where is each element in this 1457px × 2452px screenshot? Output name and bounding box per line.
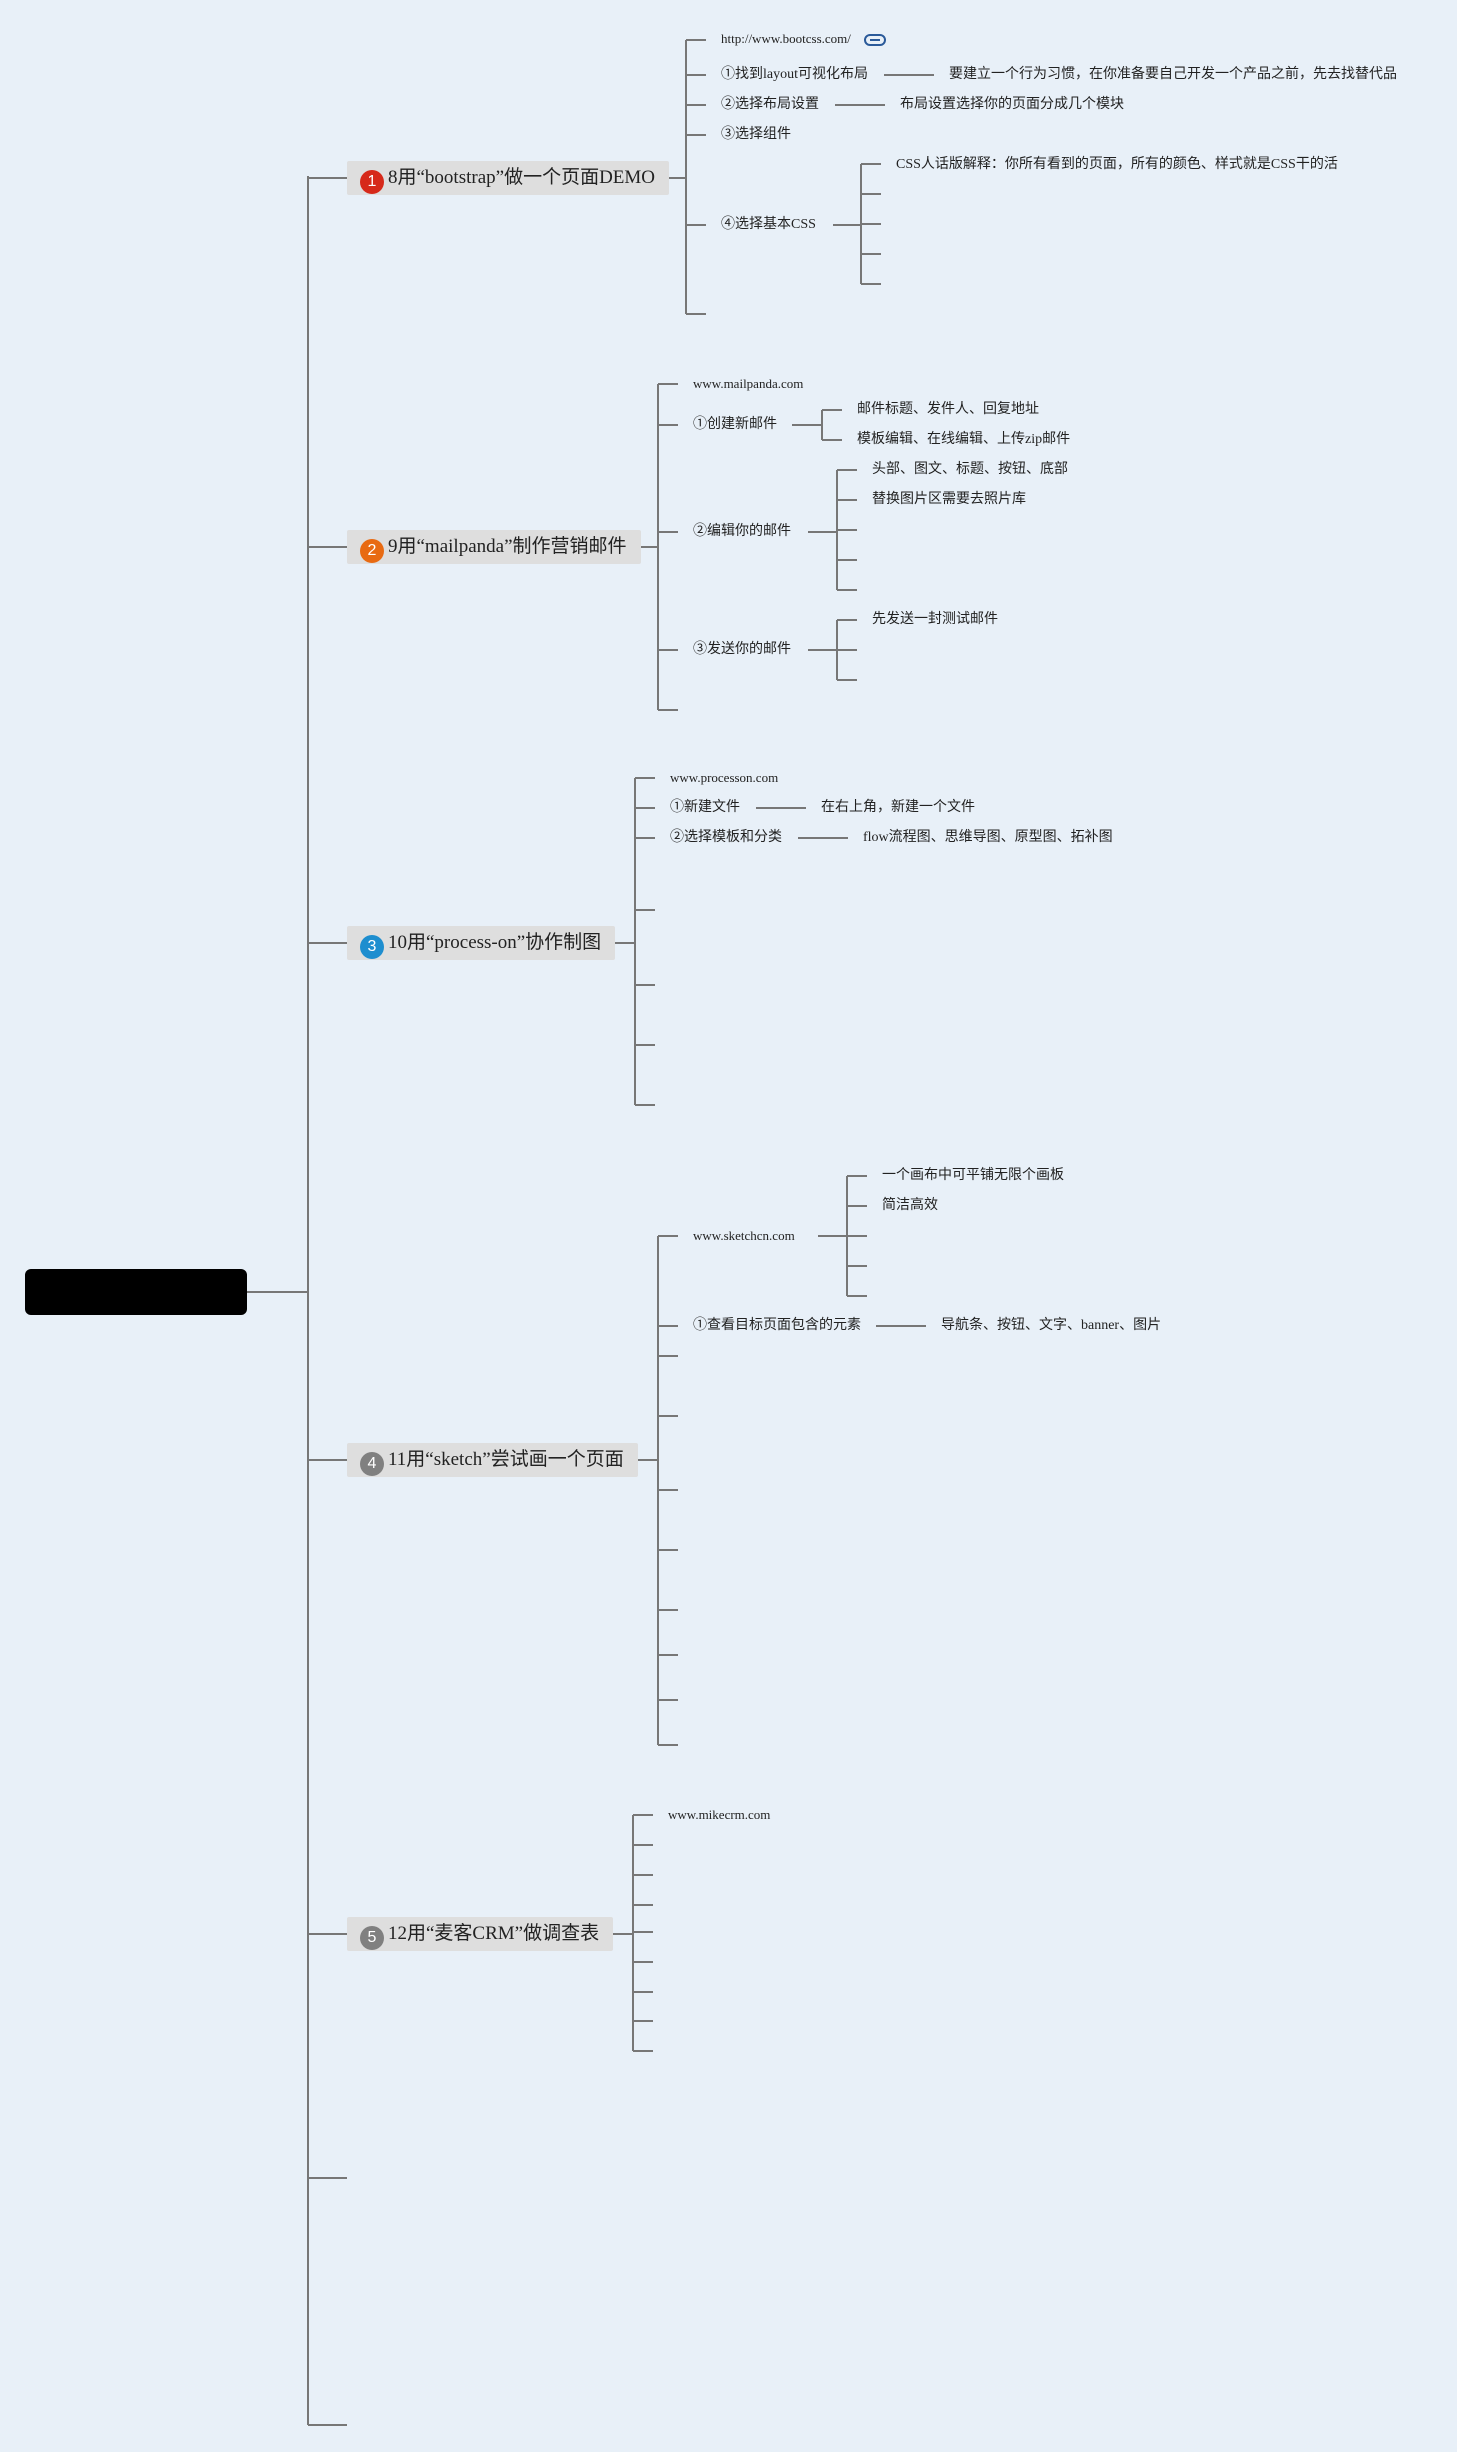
topic[interactable]: 布局设置选择你的页面分成几个模块 (900, 97, 1124, 112)
topic-url-link[interactable]: http://www.bootcss.com/ (721, 31, 851, 46)
branch-label: 11用“sketch”尝试画一个页面 (388, 1449, 624, 1470)
priority-1-icon: 1 (360, 170, 384, 194)
topic[interactable]: 邮件标题、发件人、回复地址 (857, 402, 1039, 417)
topic[interactable]: 简洁高效 (882, 1198, 938, 1213)
topic[interactable]: ①找到layout可视化布局 (721, 67, 868, 82)
priority-4-icon: 4 (360, 1452, 384, 1476)
topic[interactable]: ②编辑你的邮件 (693, 524, 791, 539)
root-node[interactable] (25, 1269, 247, 1315)
topic[interactable]: www.mikecrm.com (668, 1807, 771, 1822)
topic[interactable]: 要建立一个行为习惯，在你准备要自己开发一个产品之前，先去找替代品 (949, 67, 1397, 82)
branch-label: 8用“bootstrap”做一个页面DEMO (388, 167, 656, 188)
topic[interactable]: 模板编辑、在线编辑、上传zip邮件 (857, 432, 1071, 447)
topic[interactable]: ①创建新邮件 (693, 417, 777, 432)
priority-5-icon: 5 (360, 1926, 384, 1950)
topic[interactable]: 头部、图文、标题、按钮、底部 (872, 462, 1068, 477)
link-icon[interactable] (864, 33, 886, 47)
topic[interactable]: ④选择基本CSS (721, 217, 816, 232)
topic[interactable]: 在右上角，新建一个文件 (821, 800, 975, 815)
topic[interactable]: CSS人话版解释：你所有看到的页面，所有的颜色、样式就是CSS干的活 (896, 157, 1338, 172)
priority-3-icon: 3 (360, 935, 384, 959)
topic[interactable]: 一个画布中可平铺无限个画板 (882, 1168, 1064, 1183)
topic[interactable]: 先发送一封测试邮件 (872, 612, 998, 627)
topic[interactable]: www.sketchcn.com (693, 1228, 795, 1243)
topic[interactable]: 导航条、按钮、文字、banner、图片 (941, 1318, 1162, 1333)
topic[interactable]: www.mailpanda.com (693, 376, 804, 391)
priority-2-icon: 2 (360, 539, 384, 563)
topic[interactable]: ③发送你的邮件 (693, 642, 791, 657)
topic[interactable]: flow流程图、思维导图、原型图、拓补图 (863, 830, 1113, 845)
topic[interactable]: ②选择布局设置 (721, 97, 819, 112)
topic[interactable]: ③选择组件 (721, 127, 791, 142)
topic[interactable]: www.processon.com (670, 770, 779, 785)
topic[interactable]: 替换图片区需要去照片库 (872, 492, 1026, 507)
topic[interactable]: ①新建文件 (670, 800, 740, 815)
branch-label: 10用“process-on”协作制图 (388, 932, 602, 953)
branch-label: 9用“mailpanda”制作营销邮件 (388, 536, 627, 557)
topic[interactable]: ①查看目标页面包含的元素 (693, 1318, 861, 1333)
branch-label: 12用“麦客CRM”做调查表 (388, 1923, 600, 1944)
topic[interactable]: ②选择模板和分类 (670, 830, 782, 845)
